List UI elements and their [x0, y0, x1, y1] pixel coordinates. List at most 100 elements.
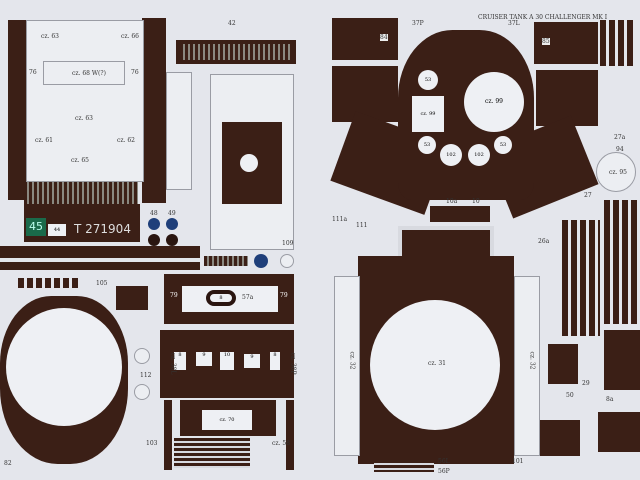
label: 26a — [538, 238, 550, 245]
hull-floor: cz. 31 — [358, 256, 514, 464]
side-strip — [164, 400, 172, 470]
label: cz. 38P — [289, 352, 297, 375]
hatch: 102 — [468, 144, 490, 166]
turret-cheek-right: 85 — [534, 22, 598, 64]
label: 37L — [508, 20, 520, 27]
label: cz. 63 — [41, 33, 59, 40]
window: 9 — [196, 352, 212, 366]
strip-parts — [600, 20, 636, 66]
window: 10 — [220, 352, 234, 370]
label: 84 — [380, 34, 388, 41]
label: 76 — [131, 69, 139, 76]
engine-deck: cz. 70 — [180, 400, 276, 436]
exhaust-strip — [166, 72, 192, 190]
oval-hatch: 8 — [206, 290, 236, 306]
label: 76 — [29, 69, 37, 76]
track-links — [374, 460, 434, 472]
label: cz. 31 — [428, 360, 446, 367]
label: 56P — [438, 468, 450, 475]
label: 111a — [332, 216, 348, 223]
label: 50 — [566, 392, 574, 399]
round-part — [134, 348, 150, 364]
label: 29 — [582, 380, 590, 387]
label: 94 — [616, 146, 624, 153]
track-links — [174, 438, 250, 468]
cross-parts — [598, 412, 640, 452]
label: cz. 65 — [71, 157, 89, 164]
track-strip — [0, 262, 200, 270]
small-parts — [548, 344, 578, 384]
periscope-lens — [254, 254, 268, 268]
small-parts — [430, 206, 490, 222]
label: cz. 61 — [35, 137, 53, 144]
track-guards — [562, 220, 600, 336]
label: cz. 66 — [121, 33, 139, 40]
unit-badge: 45 — [26, 218, 46, 236]
gear-strip — [204, 256, 248, 266]
hull-top-hatch: cz. 68 W(?) — [43, 61, 125, 85]
label: 79 — [280, 292, 288, 299]
label: 44 — [48, 224, 66, 236]
sheet-title: CRUISER TANK A 30 CHALLENGER MK I — [478, 14, 608, 21]
label: 112 — [140, 372, 152, 379]
rear-plate: 45 44 T 271904 — [24, 204, 140, 242]
hull-side-strip-right — [142, 18, 166, 203]
bracket-parts — [540, 420, 580, 456]
label: 103 — [146, 440, 158, 447]
hatch: 53 — [418, 70, 438, 90]
light-lens — [148, 218, 160, 230]
label: cz. 32 — [528, 351, 536, 370]
turret-top: 53 cz. 99 cz. 99 53 102 102 53 — [398, 30, 534, 200]
hatch: cz. 99 — [412, 96, 444, 132]
label: 10a — [446, 198, 458, 205]
label: 82 — [4, 460, 12, 467]
window: 9 — [244, 354, 260, 368]
label: cz. 38L — [169, 352, 177, 375]
label: 42 — [228, 20, 236, 27]
cupola: cz. 99 — [464, 72, 524, 132]
hull-front-plate: 8 57a 79 79 — [164, 274, 294, 324]
light-lens — [148, 234, 160, 246]
label: 10 — [472, 198, 480, 205]
window: 8 — [174, 352, 186, 370]
hatch: 53 — [418, 136, 436, 154]
hatch-parts — [604, 330, 640, 390]
window: 8 — [270, 352, 280, 370]
track-guards — [604, 200, 640, 324]
label: cz. 32 — [348, 351, 356, 370]
hatch: 53 — [494, 136, 512, 154]
label: 105 — [96, 280, 108, 287]
mantlet-part — [222, 122, 282, 204]
hull-side-left: cz. 32 — [334, 276, 360, 456]
turret-ring: cz. 95 — [596, 152, 636, 192]
label: 48 — [150, 210, 158, 217]
engine-grille — [24, 182, 138, 204]
deck-label: cz. 70 — [202, 410, 252, 430]
turret-cheek-left: 84 — [332, 18, 398, 60]
label: 49 — [168, 210, 176, 217]
turret-ring-opening — [6, 308, 122, 426]
label: 57a — [242, 294, 254, 301]
label: cz. 62 — [117, 137, 135, 144]
label: 79 — [170, 292, 178, 299]
small-parts — [116, 286, 148, 310]
track-strip — [0, 246, 200, 258]
label: 109 — [282, 240, 294, 247]
label: 37P — [412, 20, 424, 27]
hatch: 102 — [440, 144, 462, 166]
bolts-strip — [18, 278, 78, 288]
turret-side-left — [332, 66, 398, 122]
turret-ring-opening: cz. 31 — [370, 300, 500, 430]
label: 101 — [512, 458, 524, 465]
label: 56L — [438, 458, 450, 465]
round-part — [280, 254, 294, 268]
grille-part — [176, 40, 296, 64]
label: cz. 58 — [272, 440, 290, 447]
label: cz. 63 — [75, 115, 93, 122]
light-lens — [166, 234, 178, 246]
label: 27a — [614, 134, 626, 141]
round-part — [134, 384, 150, 400]
hull-rear-assembly: 8 9 10 9 8 — [160, 330, 294, 398]
label: cz. 95 — [609, 169, 627, 176]
label: 27 — [584, 192, 592, 199]
